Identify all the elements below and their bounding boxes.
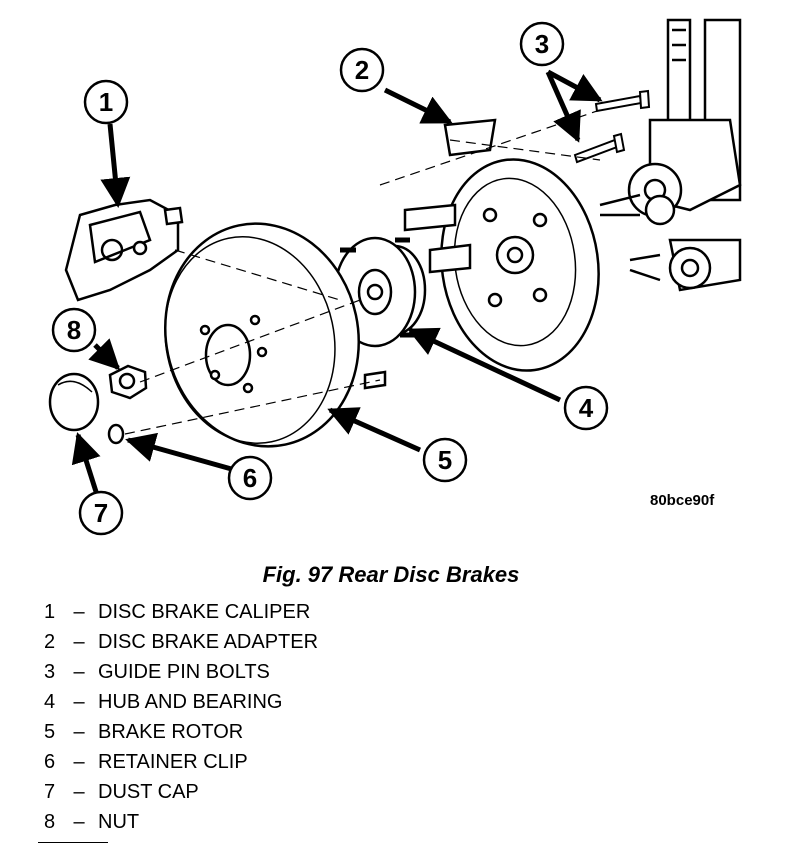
legend-item-dash: – — [73, 631, 85, 653]
callout-1-label: 1 — [99, 87, 113, 117]
callout-6: 6 — [227, 455, 273, 501]
nut-drawing — [108, 364, 148, 400]
exploded-brake-diagram: 1 2 3 4 5 6 7 8 — [48, 18, 742, 536]
legend-item: 4–HUB AND BEARING — [44, 687, 318, 717]
legend-item-dash: – — [73, 601, 85, 623]
legend-item: 3–GUIDE PIN BOLTS — [44, 657, 318, 687]
footer-rule — [38, 842, 108, 843]
retainer-clip-drawing — [107, 423, 125, 445]
legend-item: 7–DUST CAP — [44, 777, 318, 807]
callout-5-label: 5 — [438, 445, 452, 475]
legend-item: 1–DISC BRAKE CALIPER — [44, 597, 318, 627]
leader-arrows — [71, 69, 603, 499]
legend-item-label: NUT — [98, 811, 140, 833]
legend-item-dash: – — [73, 661, 85, 683]
callout-8: 8 — [51, 307, 97, 353]
callout-7-label: 7 — [94, 498, 108, 528]
callout-3-label: 3 — [535, 29, 549, 59]
callout-6-label: 6 — [243, 463, 257, 493]
legend-item-number: 5 — [44, 721, 56, 743]
callout-2-label: 2 — [355, 55, 369, 85]
legend-item-number: 7 — [44, 781, 56, 803]
disc-brake-caliper-drawing — [64, 198, 184, 302]
callout-7: 7 — [78, 490, 124, 536]
legend-item-label: DISC BRAKE CALIPER — [98, 601, 311, 623]
dust-cap-drawing — [48, 372, 100, 432]
legend-item-label: GUIDE PIN BOLTS — [98, 661, 270, 683]
legend-item: 6–RETAINER CLIP — [44, 747, 318, 777]
legend-item-dash: – — [73, 721, 85, 743]
callout-2: 2 — [339, 47, 385, 93]
figure-caption: Fig. 97 Rear Disc Brakes — [262, 562, 520, 587]
legend-item-number: 2 — [44, 631, 56, 653]
brake-rotor-drawing — [164, 222, 360, 448]
legend-item-dash: – — [73, 691, 85, 713]
parts-legend: 1–DISC BRAKE CALIPER 2–DISC BRAKE ADAPTE… — [44, 597, 318, 837]
callout-3: 3 — [519, 21, 565, 67]
legend-item-dash: – — [73, 781, 85, 803]
legend-item-label: DUST CAP — [98, 781, 199, 803]
legend-item: 2–DISC BRAKE ADAPTER — [44, 627, 318, 657]
disc-brake-adapter-drawing — [403, 118, 600, 372]
suspension-knuckle-drawing — [599, 18, 742, 292]
callout-4-label: 4 — [579, 393, 594, 423]
legend-item: 5–BRAKE ROTOR — [44, 717, 318, 747]
callout-5: 5 — [422, 437, 468, 483]
legend-item-label: RETAINER CLIP — [98, 751, 248, 773]
legend-item-dash: – — [73, 751, 85, 773]
legend-item-label: HUB AND BEARING — [98, 691, 283, 713]
legend-item-number: 8 — [44, 811, 56, 833]
legend-item-dash: – — [73, 811, 85, 833]
legend-item-label: DISC BRAKE ADAPTER — [98, 631, 319, 653]
legend-item-number: 1 — [44, 601, 56, 623]
guide-pin-bolts-drawing — [573, 89, 651, 164]
legend-item-number: 3 — [44, 661, 56, 683]
callout-8-label: 8 — [67, 315, 81, 345]
callout-4: 4 — [563, 385, 609, 431]
legend-item-number: 4 — [44, 691, 56, 713]
legend-item: 8–NUT — [44, 807, 318, 837]
figure-code: 80bce90f — [650, 492, 715, 509]
callout-1: 1 — [83, 79, 129, 125]
legend-item-label: BRAKE ROTOR — [98, 721, 244, 743]
legend-item-number: 6 — [44, 751, 56, 773]
